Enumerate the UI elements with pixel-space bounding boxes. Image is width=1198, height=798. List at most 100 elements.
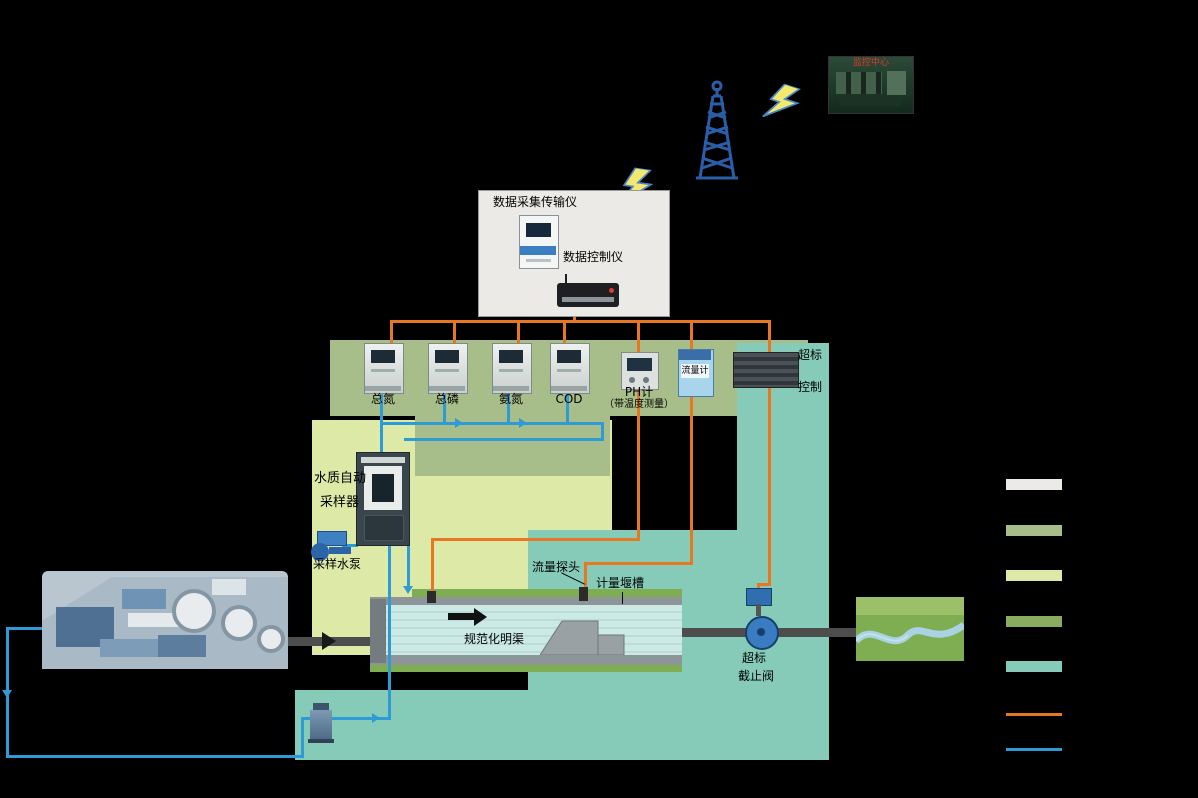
data-logger-device: [519, 215, 559, 269]
ph-meter-label: PH计: [624, 385, 654, 399]
dist-pipe-1: [380, 422, 604, 425]
monitoring-center-photo: 监控中心: [828, 56, 914, 114]
analyzer-screen: [371, 350, 395, 363]
exceed-controller-label-1: 超标: [798, 348, 823, 362]
river-photo: [856, 597, 964, 661]
analyzer-base: [365, 386, 401, 391]
analyzer-screen: [435, 350, 459, 363]
measuring-weir: [540, 605, 640, 655]
intake-pump-cap: [313, 703, 329, 710]
panel-bottom-strip: [295, 690, 828, 760]
channel-wall-top: [370, 597, 682, 605]
signal-drop-tp: [453, 320, 456, 343]
legend-swatch-olive: [1006, 525, 1062, 536]
inlet-pipe-arrow: [322, 632, 336, 650]
analyzer-cabinet-tn: [364, 343, 404, 394]
pump-sampler-link: [342, 544, 358, 547]
data-controller-device: [557, 274, 619, 307]
auto-sampler-device: [356, 452, 410, 546]
pump-volute: [311, 543, 329, 561]
flow-meter-label: 流量计: [681, 364, 709, 378]
weir-pointer: [622, 592, 623, 604]
legend-line-blue: [1006, 748, 1062, 751]
flow-sensor-line-v1: [690, 395, 693, 565]
legend-swatch-teal: [1006, 661, 1062, 672]
flow-sensor-line-v2: [584, 562, 587, 590]
analyzer-drop-1: [380, 394, 383, 423]
sampling-pump-label: 采样水泵: [313, 557, 362, 571]
signal-drop-cod: [563, 320, 566, 343]
ph-sensor-line-v2: [431, 538, 434, 598]
control-desk: [839, 99, 901, 106]
weir-label: 计量堰槽: [596, 576, 645, 590]
legend-swatch-green: [1006, 616, 1062, 627]
analyzer-slot: [435, 369, 459, 372]
ph-meter-device: [621, 352, 659, 390]
valve-label-2: 截止阀: [738, 669, 775, 683]
logger-band: [520, 246, 556, 255]
sampler-return-v: [407, 530, 410, 588]
valve-stem: [756, 604, 761, 616]
dist-arrow-right-2: [519, 418, 527, 428]
sampler-label-1: 水质自动: [314, 471, 367, 486]
exceed-controller-label-2: 控制: [798, 380, 823, 394]
intake-pump-base: [308, 739, 334, 743]
water-riser: [388, 544, 391, 720]
logger-screen: [526, 223, 551, 237]
dist-pipe-end-v: [601, 422, 604, 441]
left-arrow-down: [2, 690, 12, 698]
control-room-window: [887, 71, 906, 95]
exceed-controller-device: [733, 352, 799, 388]
analyzer-drop-2: [443, 394, 446, 423]
signal-drop-ph: [637, 320, 640, 352]
legend-swatch-gray: [1006, 479, 1062, 490]
flow-arrow-head: [474, 608, 487, 626]
signal-drop-tn: [390, 320, 393, 343]
ph-screen: [627, 358, 652, 371]
analyzer-label-nh: 氨氮: [498, 392, 523, 406]
valve-control-line-h: [757, 583, 771, 586]
ph-knob: [629, 377, 635, 383]
analyzer-drop-3: [507, 394, 510, 423]
dist-pipe-2: [404, 438, 604, 441]
radio-tower: [672, 80, 762, 180]
flow-probe-label: 流量探头: [532, 560, 581, 574]
legend-swatch-yellow: [1006, 570, 1062, 581]
data-acquisition-box: 数据采集传输仪 数据控制仪: [478, 190, 670, 317]
intake-pump-device: [308, 703, 334, 743]
ph-sensor-line-h: [431, 538, 640, 541]
channel-grass-bottom: [370, 665, 682, 672]
signal-box-connector: [573, 313, 576, 322]
pump-motor: [317, 531, 347, 546]
analyzer-label-tn: 总氮: [370, 392, 395, 406]
analyzer-base: [493, 386, 529, 391]
water-line-plant-h: [6, 627, 52, 630]
legend-line-orange: [1006, 713, 1062, 716]
analyzer-cabinet-nh: [492, 343, 532, 394]
analyzer-drop-4: [566, 394, 569, 423]
treatment-plant-photo: [42, 543, 288, 669]
shutoff-valve-device: [744, 588, 779, 650]
ph-sensor-line-v1: [637, 388, 640, 541]
water-line-pump-h: [301, 717, 391, 720]
analyzer-slot: [557, 369, 581, 372]
logger-slot: [526, 259, 551, 262]
flow-meter-device: 流量计: [678, 349, 714, 397]
intake-pump-body: [310, 710, 332, 739]
analyzer-base: [429, 386, 465, 391]
sampler-feed-v: [380, 423, 383, 453]
channel-grass-top: [412, 589, 682, 597]
analyzer-slot: [499, 369, 523, 372]
return-arrow-down: [403, 586, 413, 594]
valve-label-1: 超标: [742, 651, 767, 665]
lightning-icon-right: [757, 79, 807, 129]
analyzer-label-tp: 总磷: [434, 392, 459, 406]
video-wall: [836, 72, 882, 94]
sampler-top-strip: [361, 457, 405, 463]
signal-bus: [390, 320, 771, 323]
sampling-pump-device: [309, 529, 351, 562]
flow-probe: [579, 587, 588, 601]
pump-outlet: [329, 547, 351, 554]
channel-water: [370, 605, 682, 655]
